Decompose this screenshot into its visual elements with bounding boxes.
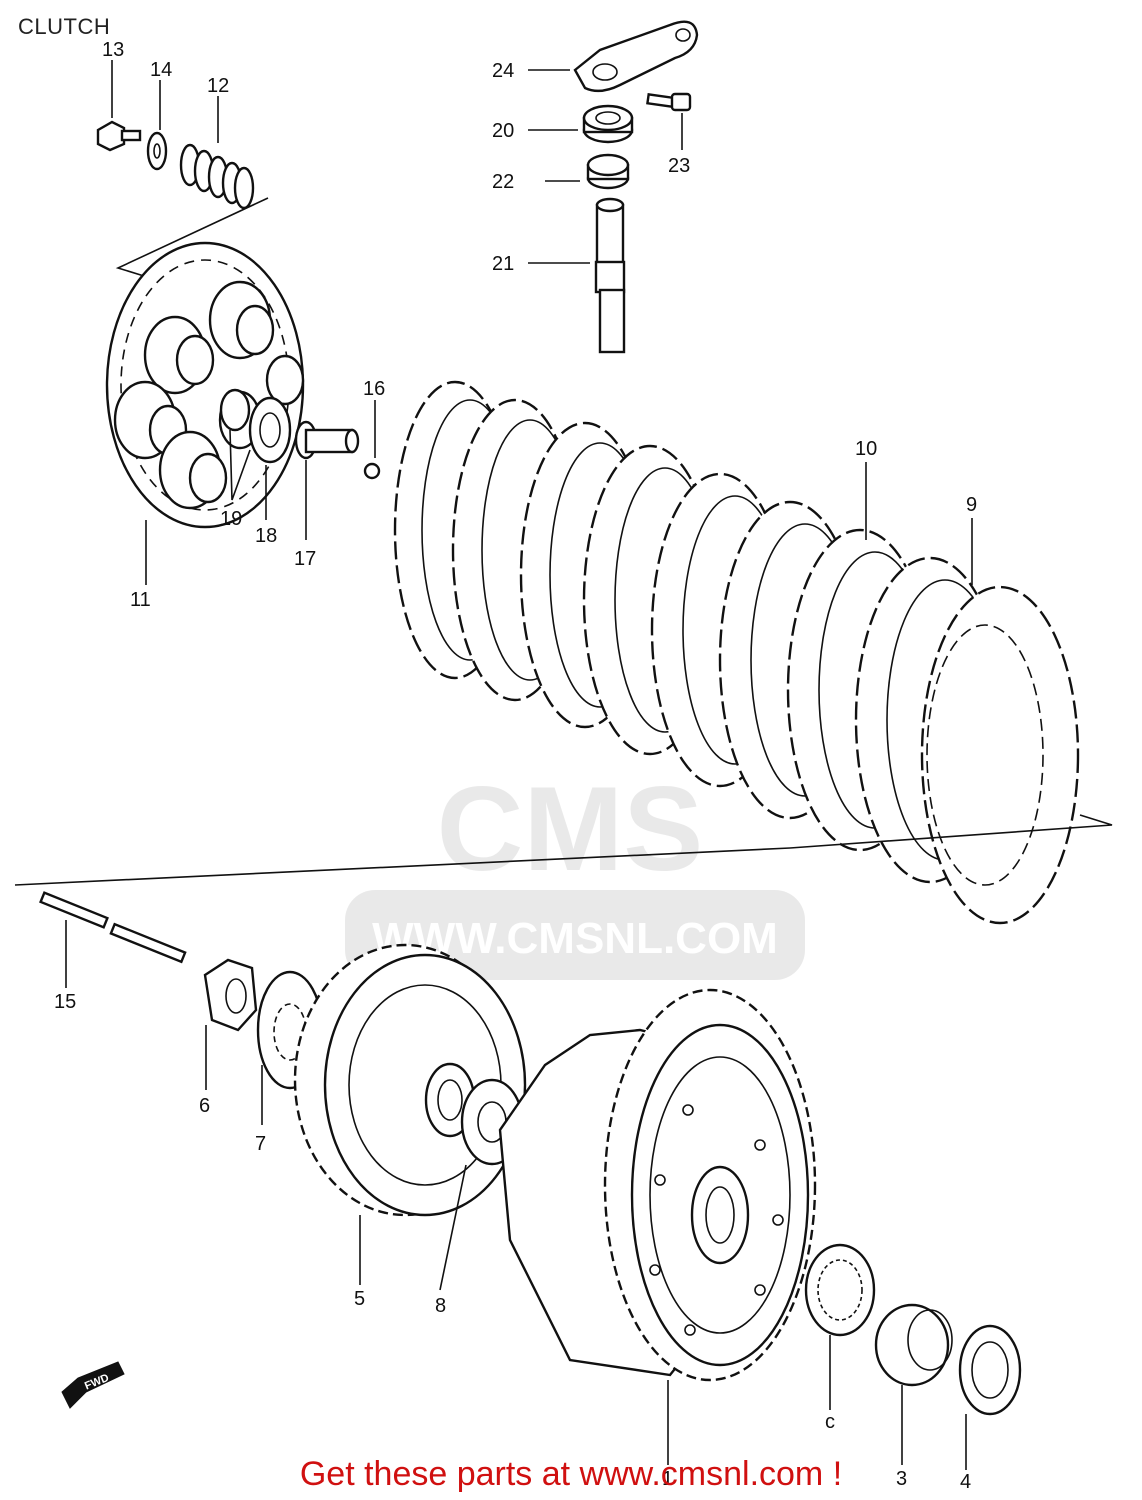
callout-4: 4 [960, 1471, 971, 1493]
bolt-part-24 [646, 92, 692, 112]
callout-17: 17 [294, 548, 316, 570]
release-arm-part-23 [573, 20, 699, 93]
bolt-part-13 [96, 120, 142, 152]
callout-9: 9 [966, 494, 977, 516]
shaft-part-21 [594, 197, 626, 354]
callout-7: 7 [255, 1133, 266, 1155]
pressure-plate-part-11 [105, 241, 305, 529]
needle-bearing-part-2 [804, 1243, 876, 1337]
nut-part-6 [203, 958, 258, 1032]
watermark-brand: CMS [437, 762, 704, 896]
watermark: CMS WWW.CMSNL.COM [345, 762, 805, 980]
callout-15: 15 [54, 991, 76, 1013]
washer-part-14 [146, 131, 168, 171]
callout-11: 11 [130, 589, 151, 611]
callout-8: 8 [435, 1295, 446, 1317]
callout-12: 12 [207, 75, 229, 97]
spacer-part-3 [874, 1303, 953, 1387]
callout-6: 6 [199, 1095, 210, 1117]
callout-13: 13 [102, 39, 124, 61]
callout-21: 21 [492, 253, 514, 275]
ball-part-16 [363, 462, 381, 480]
pushrod-part-15 [39, 891, 187, 964]
callout-23: 24 [492, 60, 514, 82]
clutch-housing-part-1 [498, 988, 817, 1382]
callout-labels: 13 14 12 24 20 22 21 23 16 19 18 17 11 1… [54, 39, 977, 1493]
spring-part-12 [179, 143, 255, 210]
callout-18: 18 [255, 525, 277, 547]
clutch-hub-part-5 [293, 943, 527, 1217]
callout-2: c [825, 1411, 835, 1433]
washer-part-4 [958, 1324, 1022, 1416]
callout-16: 16 [363, 378, 385, 400]
callout-20: 20 [492, 120, 514, 142]
callout-5: 5 [354, 1288, 365, 1310]
bearing-part-22 [586, 153, 630, 190]
bearing-part-18 [248, 396, 292, 464]
footer-link-text[interactable]: Get these parts at www.cmsnl.com ! [299, 1455, 843, 1493]
callout-22: 22 [492, 171, 514, 193]
callout-19: 19 [220, 508, 242, 530]
push-piece-part-17 [294, 420, 360, 460]
callout-10: 10 [855, 438, 877, 460]
callout-1: 1 [662, 1468, 673, 1490]
callout-14: 14 [150, 59, 172, 81]
clutch-plates-part-9-10 [393, 380, 1080, 925]
bearing-part-20 [582, 104, 634, 144]
callout-24: 23 [668, 155, 690, 177]
callout-3: 3 [896, 1468, 907, 1490]
page-title: CLUTCH [18, 14, 111, 39]
fwd-direction-arrow-icon: FWD [61, 1361, 125, 1409]
leader-lines [65, 60, 973, 1470]
